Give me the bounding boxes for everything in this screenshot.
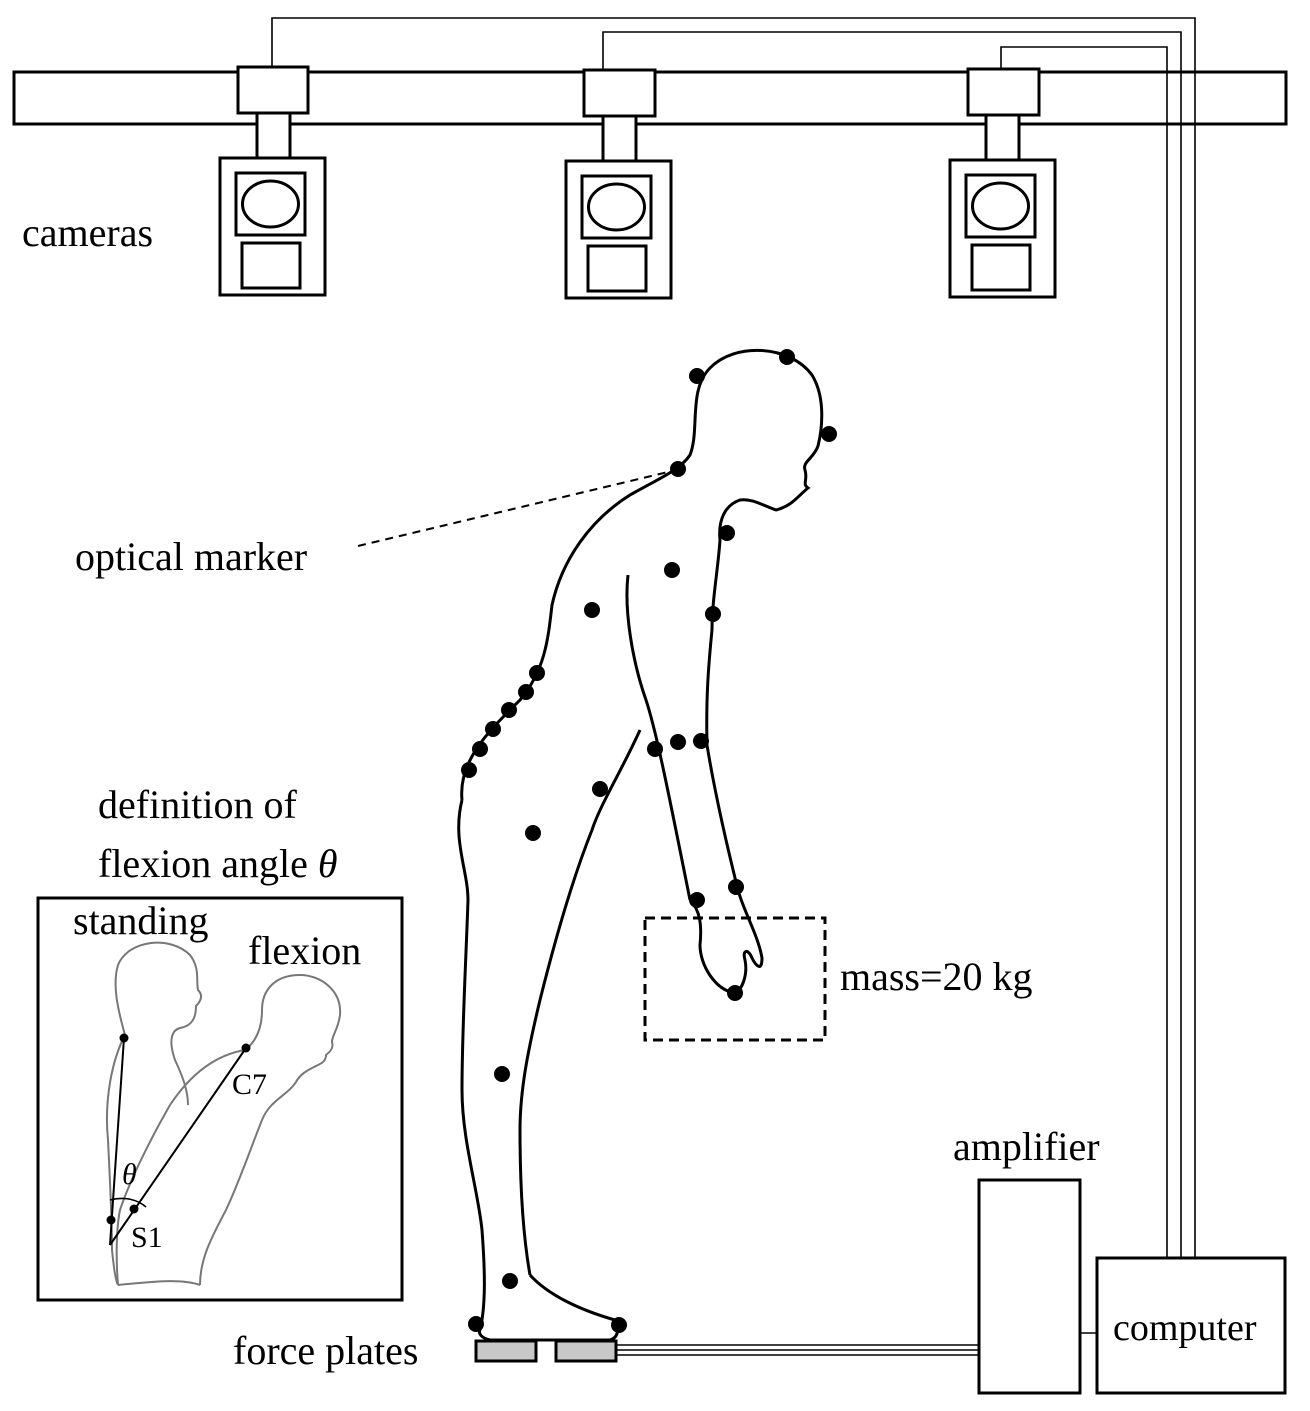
camera-3 (948, 67, 1057, 299)
definition-label-prefix: flexion angle (98, 841, 318, 886)
marker (501, 702, 517, 718)
camera-1 (218, 65, 327, 297)
marker (664, 562, 680, 578)
subject-silhouette (457, 348, 824, 1342)
amplifier-box (977, 1178, 1082, 1395)
marker (592, 781, 608, 797)
definition-label-line1: definition of (98, 782, 298, 827)
camera-2-lens (587, 182, 646, 232)
marker (502, 1273, 518, 1289)
inset-standing-silhouette (105, 941, 203, 1286)
marker (611, 1317, 627, 1333)
cameras-label: cameras (22, 210, 153, 255)
c7-label: C7 (232, 1068, 267, 1101)
marker (529, 665, 545, 681)
marker (689, 368, 705, 384)
landmark-flexion-s1 (129, 1204, 139, 1214)
marker (727, 985, 743, 1001)
definition-label-line2: flexion angle θ (98, 841, 338, 886)
standing-label: standing (73, 898, 209, 943)
force-plate-cables (616, 1344, 978, 1356)
theta-symbol: θ (318, 841, 338, 886)
camera-1-lens (241, 179, 300, 229)
marker (461, 762, 477, 778)
inset-flexion-silhouette (115, 973, 342, 1286)
marker (468, 1316, 484, 1332)
camera-2 (564, 68, 673, 300)
optical-marker-leader (357, 471, 669, 547)
marker (821, 426, 837, 442)
marker (584, 602, 600, 618)
inset-box (36, 896, 404, 1302)
marker (525, 825, 541, 841)
landmark-standing-s1 (106, 1215, 116, 1225)
marker (689, 892, 705, 908)
marker (670, 734, 686, 750)
marker (670, 461, 686, 477)
marker (705, 606, 721, 622)
inset-landmarks (106, 1033, 251, 1225)
marker (728, 879, 744, 895)
marker (693, 733, 709, 749)
landmark-standing-c7 (119, 1033, 129, 1043)
marker (518, 684, 534, 700)
amplifier-label: amplifier (953, 1124, 1100, 1169)
marker (494, 1066, 510, 1082)
mass-label: mass=20 kg (840, 954, 1033, 999)
marker (647, 741, 663, 757)
marker (779, 349, 795, 365)
force-plates-label: force plates (233, 1328, 418, 1373)
optical-markers (461, 349, 837, 1333)
force-plate-left (474, 1339, 538, 1363)
flexion-label: flexion (248, 928, 361, 973)
optical-marker-label: optical marker (75, 534, 307, 579)
marker (485, 721, 501, 737)
camera-3-lens (971, 181, 1030, 231)
camera-cables (271, 17, 1196, 1258)
computer-label: computer (1113, 1307, 1257, 1349)
computer-box (1095, 1256, 1287, 1395)
mass-box (643, 916, 827, 1042)
force-plate-right (554, 1339, 618, 1363)
marker (472, 741, 488, 757)
s1-label: S1 (131, 1221, 163, 1254)
landmark-flexion-c7 (241, 1043, 251, 1053)
inset-theta-label: θ (122, 1158, 137, 1191)
marker (719, 525, 735, 541)
